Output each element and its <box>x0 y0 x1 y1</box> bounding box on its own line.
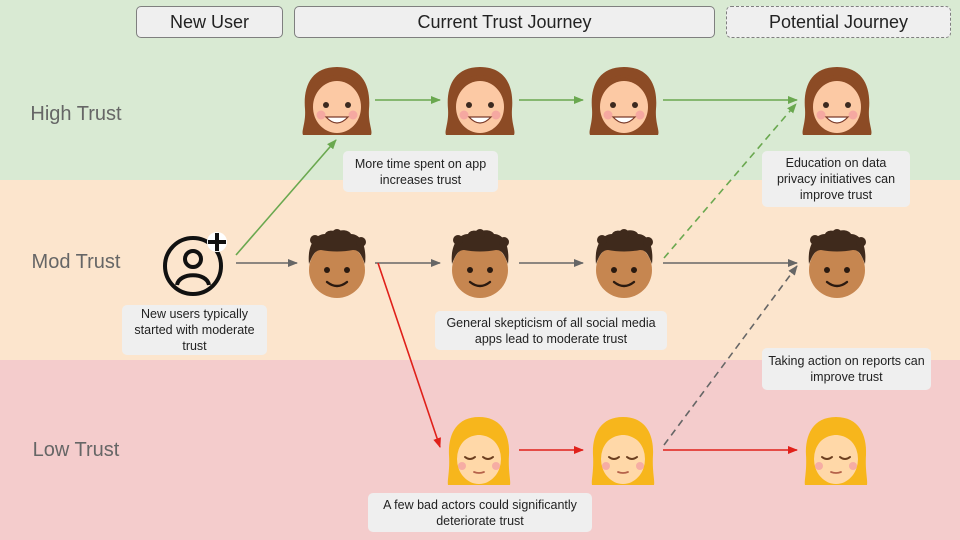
add-user-icon <box>163 232 227 296</box>
woman-smiling-face-icon <box>802 67 872 135</box>
boy-smiling-face-icon <box>308 229 366 298</box>
note-bad-actors: A few bad actors could significantly det… <box>368 493 592 532</box>
woman-smiling-face-icon <box>589 67 659 135</box>
woman-smiling-face-icon <box>302 67 372 135</box>
arrow-mod-to-low <box>377 262 441 448</box>
row-label-mod-trust: Mod Trust <box>31 251 121 273</box>
woman-smiling-face-icon <box>445 67 515 135</box>
arrow-new-to-high <box>235 139 337 256</box>
boy-smiling-face-icon <box>595 229 653 298</box>
row-label-high-trust: High Trust <box>30 103 122 125</box>
header-potential-journey: Potential Journey <box>726 6 951 38</box>
arrow-mod-to-high-potential <box>663 103 797 259</box>
note-education: Education on data privacy initiatives ca… <box>762 151 910 207</box>
blonde-woman-face-icon <box>804 417 868 485</box>
boy-smiling-face-icon <box>451 229 509 298</box>
blonde-woman-face-icon <box>447 417 511 485</box>
arrow-low-to-mod-potential <box>663 265 798 446</box>
header-new-user: New User <box>136 6 283 38</box>
row-label-low-trust: Low Trust <box>32 439 120 461</box>
note-new-users: New users typically started with moderat… <box>122 305 267 355</box>
blonde-woman-face-icon <box>591 417 655 485</box>
note-time-spent: More time spent on app increases trust <box>343 151 498 192</box>
header-current-journey: Current Trust Journey <box>294 6 715 38</box>
boy-smiling-face-icon <box>808 229 866 298</box>
note-reports: Taking action on reports can improve tru… <box>762 348 931 390</box>
note-skepticism: General skepticism of all social media a… <box>435 311 667 350</box>
